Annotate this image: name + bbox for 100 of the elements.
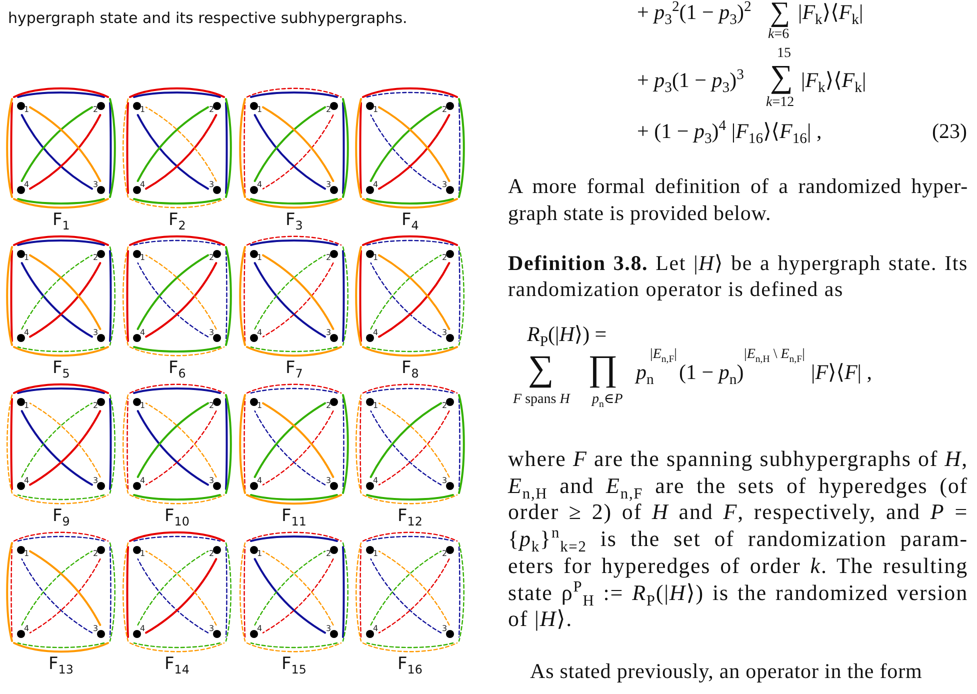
hyperedge-curve — [225, 246, 232, 346]
hyperedge-curve — [13, 87, 109, 98]
hyperedge-curve — [136, 114, 209, 190]
hyperedge-curve — [136, 106, 209, 182]
hyperedge-curve — [126, 546, 129, 638]
vertex-number: 3 — [93, 625, 98, 633]
vertex-number: 4 — [140, 181, 146, 189]
hyperedge-curve — [246, 346, 342, 357]
panel-label: F$_{1}$ — [52, 211, 70, 231]
hyperedge-curve — [254, 558, 326, 634]
hyperedge-curve — [145, 114, 218, 190]
dashed-hyperedge-curve — [366, 240, 454, 246]
dashed-hyperedge-curve — [458, 246, 464, 346]
vertex-number: 1 — [24, 402, 30, 410]
vertex-number: 4 — [140, 625, 146, 633]
summation-limit: k=6 — [768, 27, 790, 44]
hyperedge-curve — [359, 250, 362, 342]
dashed-hyperedge-curve — [262, 550, 334, 626]
hyperedge-curve — [129, 87, 225, 98]
vertex-number: 3 — [209, 181, 214, 189]
dashed-hyperedge-curve — [21, 254, 93, 330]
hyperedge-curve — [355, 98, 362, 198]
paragraph: A more formal definition of a randomized hyper- graph state is provided below. — [508, 173, 968, 227]
hyperedge-curve — [246, 198, 342, 209]
dashed-hyperedge-curve — [362, 384, 458, 394]
vertex-number: 4 — [257, 329, 262, 337]
dashed-hyperedge-curve — [342, 246, 348, 346]
hyperedge-curve — [13, 642, 109, 653]
dashed-hyperedge-curve — [244, 250, 246, 342]
hyperedge-curve — [378, 114, 450, 190]
summation-limit: k=12 — [766, 95, 794, 112]
hyperedge-curve — [13, 383, 109, 394]
vertex-number: 2 — [442, 402, 448, 410]
hyperedge-curve — [126, 250, 129, 342]
dashed-hyperedge-curve — [262, 410, 334, 486]
hyperedge-curve — [342, 250, 345, 342]
hyperedge-curve — [133, 198, 221, 204]
hyperedge-curve — [378, 106, 450, 182]
dashed-hyperedge-curve — [458, 546, 460, 638]
hyperedge-curve — [366, 494, 454, 500]
vertex-number: 1 — [257, 402, 262, 410]
hyperedge-curve — [17, 240, 105, 246]
vertex-number: 4 — [140, 477, 146, 485]
hyperedge-curve — [250, 240, 338, 246]
dashed-hyperedge-curve — [370, 254, 442, 330]
dashed-hyperedge-curve — [129, 494, 225, 504]
vertex-number: 4 — [24, 477, 30, 485]
hyperedge-curve — [254, 262, 326, 338]
vertex-number: 1 — [24, 550, 30, 558]
hyperedge-curve — [133, 92, 221, 98]
vertex-number: 1 — [373, 106, 378, 114]
vertex-number: 2 — [209, 106, 214, 114]
equation-term: + p$_{3}$(1 − p$_{3}$)$^{3}$ — [637, 68, 744, 92]
panel-label: F$_{6}$ — [168, 359, 186, 379]
paragraph: where F are the spanning subhypergraphs of H, E$_{n,H}$ and E$_{n,F}$ are the sets of hyperedges (of order ≥ 2) of H and F, respectively, and P = {p$_{k}$}$^{n}$$_{k=2}$ is the set of randomization param- eters for hyperedges of order k. The resulting state ρ$^{P}$$_{H}$ := R$_{P}$(|H⟩) is the randomized version of |H⟩. — [508, 446, 968, 633]
dashed-hyperedge-curve — [17, 642, 105, 648]
vertex-number: 4 — [373, 477, 378, 485]
hyperedge-curve — [13, 235, 109, 246]
hyperedge-curve — [250, 536, 338, 542]
vertex-number: 2 — [93, 402, 98, 410]
vertex-number: 3 — [93, 477, 98, 485]
vertex-number: 2 — [209, 402, 214, 410]
dashed-hyperedge-curve — [225, 546, 228, 638]
dashed-hyperedge-curve — [17, 536, 105, 542]
vertex-number: 3 — [326, 329, 332, 337]
dashed-hyperedge-curve — [10, 546, 13, 638]
panel-label: F$_{8}$ — [402, 359, 419, 379]
hyperedge-curve — [262, 402, 334, 478]
panel-label: F$_{15}$ — [282, 655, 306, 675]
vertex-number: 4 — [257, 181, 262, 189]
dashed-hyperedge-curve — [29, 402, 101, 478]
hyperedge-curve — [359, 102, 362, 194]
panel-label: F$_{14}$ — [164, 655, 190, 675]
dashed-hyperedge-curve — [13, 494, 109, 504]
dashed-hyperedge-curve — [109, 394, 116, 494]
equation-number: (23) — [932, 119, 967, 144]
vertex-number: 2 — [326, 106, 332, 114]
dashed-hyperedge-curve — [378, 550, 450, 626]
hyperedge-curve — [225, 394, 232, 494]
vertex-number: 1 — [257, 254, 262, 262]
dashed-hyperedge-curve — [370, 410, 442, 486]
dashed-hyperedge-curve — [246, 236, 342, 246]
vertex-number: 4 — [257, 625, 262, 633]
dashed-hyperedge-curve — [246, 384, 342, 394]
vertex-number: 1 — [140, 254, 146, 262]
hyperedge-curve — [129, 531, 225, 542]
panel-label: F$_{4}$ — [402, 211, 419, 231]
dashed-hyperedge-curve — [244, 102, 246, 194]
dashed-hyperedge-curve — [370, 262, 442, 338]
dashed-hyperedge-curve — [366, 346, 454, 352]
hyperedge-curve — [362, 198, 458, 209]
hyperedge-curve — [13, 198, 109, 209]
summation-sign: ∑ — [770, 0, 790, 26]
dashed-hyperedge-curve — [133, 240, 221, 246]
dashed-hyperedge-curve — [458, 542, 464, 642]
dashed-hyperedge-curve — [145, 106, 217, 182]
hyperedge-curve — [20, 410, 93, 486]
vertex-number: 1 — [140, 106, 146, 114]
vertex-number: 1 — [140, 550, 146, 558]
dashed-hyperedge-curve — [360, 398, 362, 490]
